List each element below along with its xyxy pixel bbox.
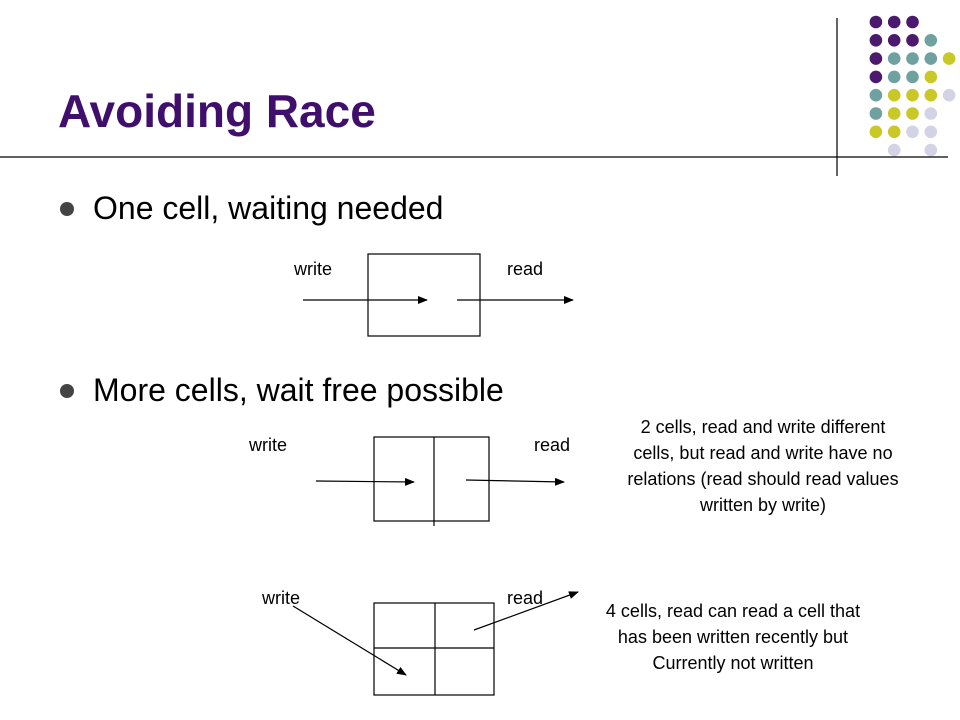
read-arrow bbox=[465, 477, 565, 486]
diagram-four-read-label: read bbox=[507, 588, 544, 608]
bullet-dot-icon bbox=[60, 384, 74, 398]
decor-dot bbox=[924, 34, 938, 47]
decor-dot bbox=[906, 70, 919, 84]
read-arrow bbox=[473, 591, 579, 631]
decor-dot bbox=[869, 34, 883, 47]
decor-dot bbox=[924, 70, 938, 84]
decor-dot bbox=[887, 143, 901, 157]
note-line: cells, but read and write have no bbox=[633, 443, 893, 463]
slide-title: Avoiding Race bbox=[58, 85, 376, 137]
note-line: written by write) bbox=[699, 495, 827, 515]
decor-dot bbox=[887, 15, 901, 29]
note-line: 2 cells, read and write different bbox=[640, 417, 886, 437]
decor-dot bbox=[869, 88, 883, 102]
decor-dot bbox=[869, 15, 883, 29]
write-arrow bbox=[292, 605, 407, 676]
decor-dot bbox=[887, 125, 901, 139]
decor-dot bbox=[924, 143, 938, 157]
decor-dot bbox=[924, 52, 938, 65]
bullet-more-cells: More cells, wait free possible bbox=[60, 372, 504, 409]
note-line: 4 cells, read can read a cell that bbox=[605, 601, 861, 621]
bullet-text: One cell, waiting needed bbox=[93, 190, 444, 226]
bullet-one-cell: One cell, waiting needed bbox=[60, 190, 444, 227]
decor-dot bbox=[906, 125, 919, 139]
diagram-four-note: 4 cells, read can read a cell that has b… bbox=[548, 598, 918, 676]
diagram-one-write-label: write bbox=[294, 259, 333, 279]
note-line: Currently not written bbox=[652, 653, 814, 673]
decor-dot bbox=[869, 107, 883, 120]
diagram-one-read-label: read bbox=[507, 259, 544, 279]
diagram-two-write-label: write bbox=[249, 435, 288, 455]
diagram-two-read-label: read bbox=[534, 435, 571, 455]
decor-dot bbox=[906, 52, 919, 65]
decor-dot bbox=[887, 70, 901, 84]
note-line: relations (read should read values bbox=[627, 469, 899, 489]
two-cell-box bbox=[373, 436, 490, 522]
decor-dot bbox=[869, 125, 883, 139]
decor-dot bbox=[942, 88, 956, 102]
decor-dot bbox=[869, 52, 883, 65]
decor-dot bbox=[942, 52, 956, 65]
single-cell-box bbox=[367, 253, 481, 337]
decor-dot bbox=[906, 34, 919, 47]
decor-dot bbox=[869, 70, 883, 84]
decor-dot bbox=[906, 107, 919, 120]
bullet-text: More cells, wait free possible bbox=[93, 372, 504, 408]
decor-dot bbox=[924, 88, 938, 102]
bullet-dot-icon bbox=[60, 202, 74, 216]
decor-dot bbox=[887, 88, 901, 102]
four-cell-box bbox=[373, 602, 495, 696]
write-arrow bbox=[315, 477, 415, 486]
decor-dot bbox=[924, 125, 938, 139]
diagram-two-note: 2 cells, read and write different cells,… bbox=[573, 414, 953, 518]
decor-dot bbox=[887, 34, 901, 47]
decor-dot bbox=[887, 107, 901, 120]
decor-dot bbox=[887, 52, 901, 65]
note-line: has been written recently but bbox=[617, 627, 849, 647]
decor-dot bbox=[906, 88, 919, 102]
diagram-four-write-label: write bbox=[262, 588, 301, 608]
decor-dot bbox=[906, 15, 919, 29]
decor-dot bbox=[924, 107, 938, 120]
